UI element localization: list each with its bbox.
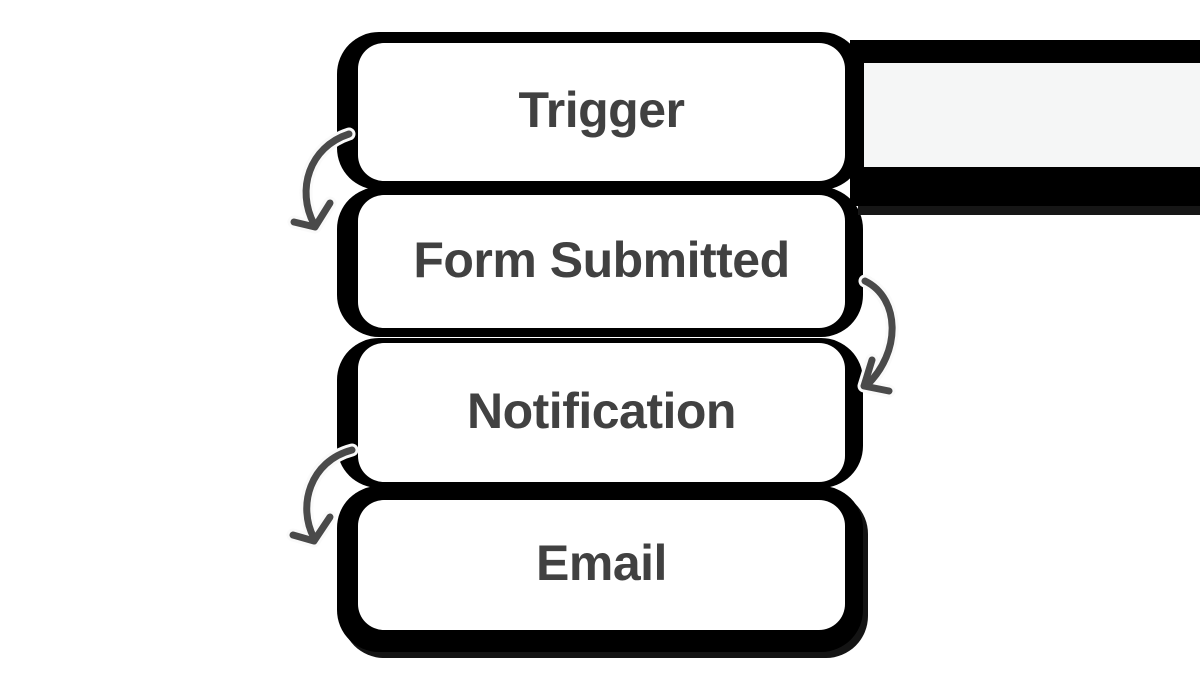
node-email[interactable]: Email: [358, 500, 845, 630]
node-notification[interactable]: Notification: [358, 343, 845, 482]
node-form-submitted[interactable]: Form Submitted: [358, 195, 845, 328]
node-notification-label: Notification: [467, 382, 736, 439]
offscreen-node-body: [864, 63, 1200, 167]
arrow-form-submitted-to-notification: [857, 274, 899, 398]
node-trigger-label: Trigger: [518, 82, 685, 138]
node-form-submitted-label: Form Submitted: [413, 231, 790, 288]
node-trigger[interactable]: Trigger: [358, 43, 845, 181]
offscreen-node[interactable]: [850, 40, 1200, 206]
node-email-label: Email: [536, 535, 667, 591]
offscreen-node-shadow: [858, 206, 1200, 215]
